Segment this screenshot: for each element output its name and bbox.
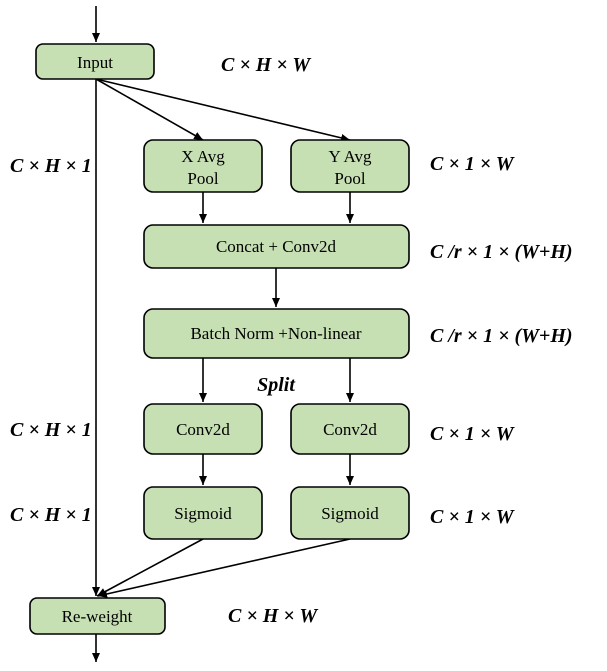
- x-avg-pool-node: X Avg Pool: [143, 139, 263, 193]
- conv-left-label: Conv2d: [176, 420, 230, 439]
- edge-sigmoid-right-to-reweight: [97, 538, 351, 598]
- dim-left-pool: C × H × 1: [10, 155, 92, 177]
- sigmoid-left-node: Sigmoid: [143, 486, 263, 540]
- input-node: Input: [35, 43, 155, 80]
- edge-sigmoid-left-to-reweight: [96, 538, 204, 597]
- conv-right-node: Conv2d: [290, 403, 410, 455]
- dim-concat: C /r × 1 × (W+H): [430, 241, 573, 263]
- concat-conv-node: Concat + Conv2d: [143, 224, 410, 269]
- input-label: Input: [77, 53, 113, 72]
- reweight-label: Re-weight: [62, 607, 133, 626]
- reweight-node: Re-weight: [29, 597, 166, 635]
- concat-conv-label: Concat + Conv2d: [216, 237, 337, 256]
- dim-right-conv: C × 1 × W: [430, 423, 515, 445]
- dim-right-sigmoid: C × 1 × W: [430, 506, 515, 528]
- sigmoid-right-node: Sigmoid: [290, 486, 410, 540]
- y-avg-pool-node: Y Avg Pool: [290, 139, 410, 193]
- batch-norm-label: Batch Norm +Non-linear: [190, 324, 361, 343]
- conv-right-label: Conv2d: [323, 420, 377, 439]
- dim-left-sigmoid: C × H × 1: [10, 504, 92, 526]
- edge-input-to-y-pool: [95, 78, 351, 142]
- dim-bn: C /r × 1 × (W+H): [430, 325, 573, 347]
- sigmoid-left-label: Sigmoid: [174, 504, 232, 523]
- y-avg-pool-label-line2: Pool: [334, 169, 365, 188]
- x-avg-pool-label-line2: Pool: [187, 169, 218, 188]
- dim-input: C × H × W: [221, 54, 311, 76]
- split-label: Split: [257, 374, 296, 396]
- dim-output: C × H × W: [228, 605, 318, 627]
- conv-left-node: Conv2d: [143, 403, 263, 455]
- y-avg-pool-label-line1: Y Avg: [329, 147, 372, 166]
- dim-left-conv: C × H × 1: [10, 419, 92, 441]
- x-avg-pool-label-line1: X Avg: [181, 147, 225, 166]
- batch-norm-node: Batch Norm +Non-linear: [143, 308, 410, 359]
- dim-right-pool: C × 1 × W: [430, 153, 515, 175]
- sigmoid-right-label: Sigmoid: [321, 504, 379, 523]
- edge-input-to-x-pool: [95, 78, 204, 141]
